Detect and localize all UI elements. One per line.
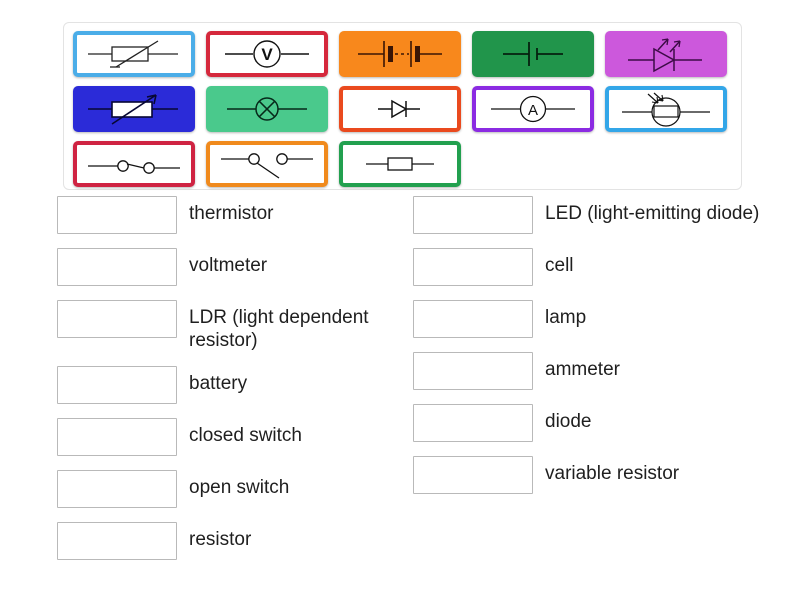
answer-row: open switch: [57, 470, 417, 508]
closed-switch-symbol: [88, 160, 180, 174]
answer-label: closed switch: [189, 425, 302, 446]
answer-row: cell: [413, 248, 783, 286]
diode-symbol: [378, 99, 420, 119]
dropzone-resistor[interactable]: [57, 522, 177, 560]
dropzone-thermistor[interactable]: [57, 196, 177, 234]
tile-closed-switch[interactable]: [73, 141, 195, 187]
answer-row: voltmeter: [57, 248, 417, 286]
tile-resistor[interactable]: [339, 141, 461, 187]
tile-ldr[interactable]: [605, 86, 727, 132]
tile-lamp[interactable]: [206, 86, 328, 132]
tile-thermistor[interactable]: [73, 31, 195, 77]
tile-open-switch[interactable]: [206, 141, 328, 187]
answer-label: voltmeter: [189, 255, 268, 276]
tile-diode[interactable]: [339, 86, 461, 132]
tile-row: [73, 141, 732, 187]
dropzone-closed-switch[interactable]: [57, 418, 177, 456]
dropzone-variable-resistor[interactable]: [413, 456, 533, 494]
voltmeter-letter: V: [261, 45, 273, 64]
answer-label: cell: [545, 255, 574, 276]
dropzone-battery[interactable]: [57, 366, 177, 404]
answer-row: closed switch: [57, 418, 417, 456]
answer-row: ammeter: [413, 352, 783, 390]
answer-label: diode: [545, 411, 592, 432]
answer-label: thermistor: [189, 203, 274, 224]
answer-column-left: thermistor voltmeter LDR (light dependen…: [57, 196, 417, 574]
answer-row: diode: [413, 404, 783, 442]
answer-row: resistor: [57, 522, 417, 560]
ammeter-letter: A: [528, 102, 538, 119]
tile-battery[interactable]: [339, 31, 461, 77]
dropzone-voltmeter[interactable]: [57, 248, 177, 286]
answer-row: variable resistor: [413, 456, 783, 494]
answer-label: battery: [189, 373, 248, 394]
dropzone-lamp[interactable]: [413, 300, 533, 338]
answer-label: LDR (light dependent resistor): [189, 307, 369, 351]
tile-row: A: [73, 86, 732, 132]
tile-ammeter[interactable]: A: [472, 86, 594, 132]
dropzone-ammeter[interactable]: [413, 352, 533, 390]
dropzone-open-switch[interactable]: [57, 470, 177, 508]
ldr-symbol: [622, 92, 710, 127]
answer-row: battery: [57, 366, 417, 404]
battery-symbol: [358, 41, 442, 67]
variable-resistor-symbol: [88, 94, 178, 125]
voltmeter-symbol: V: [225, 40, 309, 68]
open-switch-symbol: [221, 153, 313, 179]
answer-label: LED (light-emitting diode): [545, 203, 760, 224]
answer-column-right: LED (light-emitting diode) cell lamp amm…: [413, 196, 783, 508]
answer-label: ammeter: [545, 359, 620, 380]
answer-label: open switch: [189, 477, 290, 498]
symbol-tile-tray: V: [63, 22, 742, 190]
answer-row: thermistor: [57, 196, 417, 234]
answer-label: resistor: [189, 529, 252, 550]
dropzone-diode[interactable]: [413, 404, 533, 442]
tile-cell[interactable]: [472, 31, 594, 77]
answer-row: lamp: [413, 300, 783, 338]
thermistor-symbol: [88, 40, 178, 68]
dropzone-ldr[interactable]: [57, 300, 177, 338]
led-symbol: [628, 38, 702, 73]
resistor-symbol: [366, 157, 434, 171]
cell-symbol: [503, 42, 563, 66]
answer-label: variable resistor: [545, 463, 680, 484]
answer-row: LED (light-emitting diode): [413, 196, 783, 234]
tile-row: V: [73, 31, 732, 77]
ammeter-symbol: A: [491, 95, 575, 123]
lamp-symbol: [227, 97, 307, 121]
answer-label: lamp: [545, 307, 587, 328]
tile-variable-resistor[interactable]: [73, 86, 195, 132]
answer-row: LDR (light dependent resistor): [57, 300, 417, 352]
dropzone-led[interactable]: [413, 196, 533, 234]
tile-led[interactable]: [605, 31, 727, 77]
tile-voltmeter[interactable]: V: [206, 31, 328, 77]
dropzone-cell[interactable]: [413, 248, 533, 286]
